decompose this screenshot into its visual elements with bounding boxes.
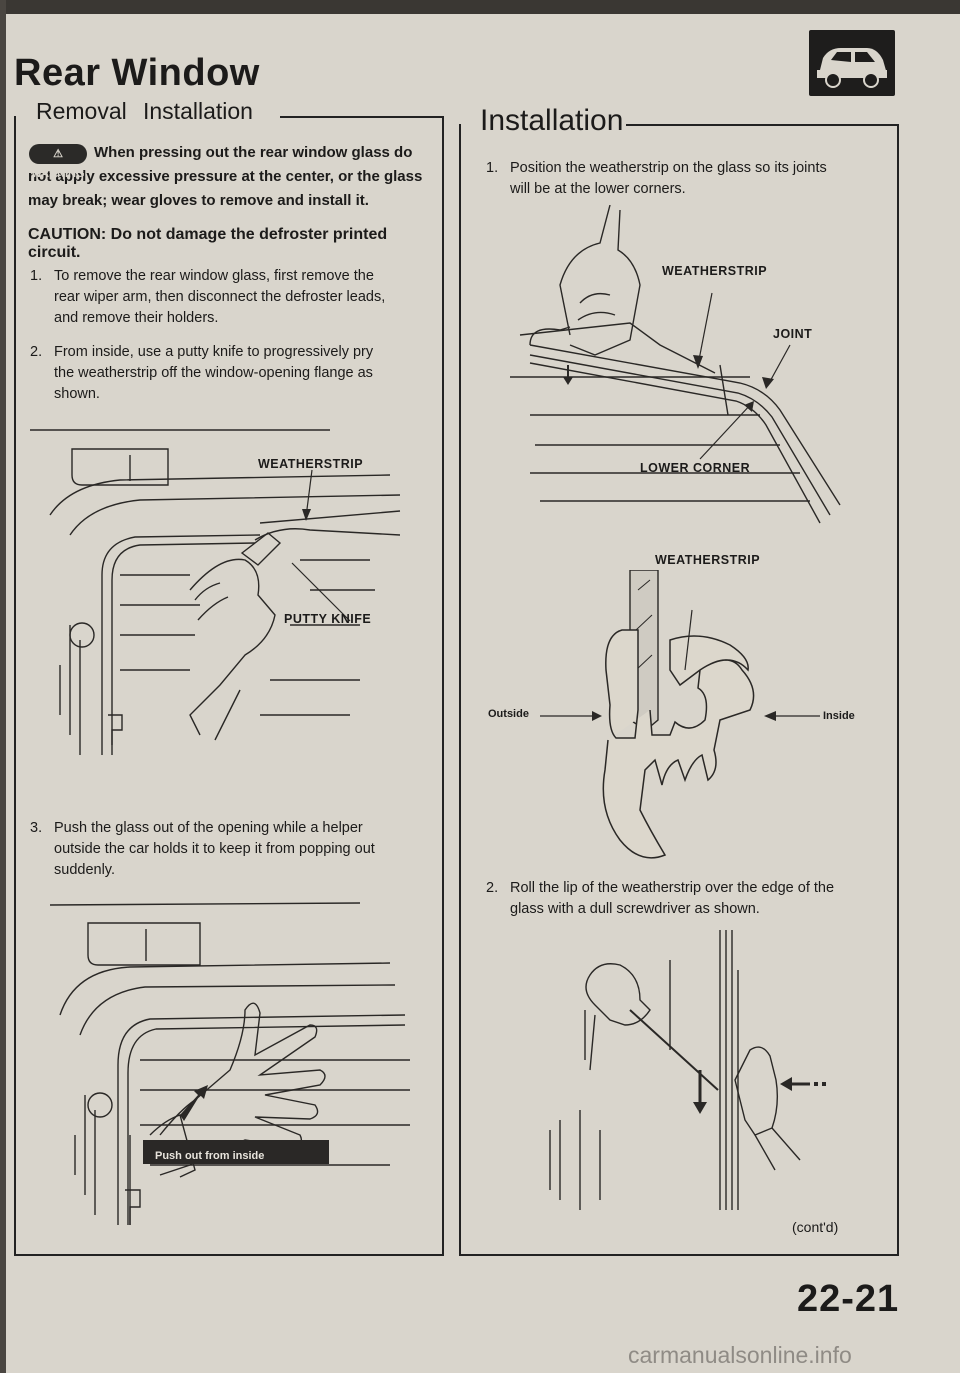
step-number: 1. xyxy=(486,160,499,176)
label-weatherstrip: WEATHERSTRIP xyxy=(258,457,364,471)
warning-text: When pressing out the rear window glass … xyxy=(28,144,423,209)
label-joint: JOINT xyxy=(773,327,813,341)
installation-section-title: Installation xyxy=(480,104,624,137)
step-line: suddenly. xyxy=(54,862,115,878)
installation-frame-top-rule xyxy=(626,124,897,126)
label-outside: Outside xyxy=(488,708,529,720)
step-line: Position the weatherstrip on the glass s… xyxy=(510,160,827,176)
label-inside: Inside xyxy=(823,710,855,722)
page-top-edge xyxy=(0,0,960,14)
step-line: outside the car holds it to keep it from… xyxy=(54,841,375,857)
removal-step-1: 1. To remove the rear window glass, firs… xyxy=(30,266,430,332)
label-putty-knife: PUTTY KNIFE xyxy=(284,612,372,626)
step-line: and remove their holders. xyxy=(54,310,219,326)
weatherstrip-cross-section xyxy=(540,570,820,859)
removal-frame xyxy=(14,116,444,1256)
removal-step-2: 2. From inside, use a putty knife to pro… xyxy=(30,342,430,408)
removal-frame-top-rule xyxy=(280,116,442,118)
step-line: shown. xyxy=(54,386,100,402)
installation-step-1: 1. Position the weatherstrip on the glas… xyxy=(486,158,886,202)
step-line: Push the glass out of the opening while … xyxy=(54,820,363,836)
step-line: the weatherstrip off the window-opening … xyxy=(54,365,373,381)
putty-knife-illustration xyxy=(30,429,401,755)
warning-icon: ⚠ xyxy=(53,148,63,160)
caution-text: CAUTION: Do not damage the defroster pri… xyxy=(28,226,388,261)
step-line: will be at the lower corners. xyxy=(510,181,686,197)
tab-installation: Installation xyxy=(143,98,253,124)
page-left-edge xyxy=(0,0,6,1373)
label-weatherstrip-section: WEATHERSTRIP xyxy=(655,553,761,567)
warning-badge-label: WARNING xyxy=(31,168,85,180)
car-icon xyxy=(809,30,895,96)
step-number: 2. xyxy=(486,880,499,896)
push-glass-illustration xyxy=(49,902,410,1225)
step-line: glass with a dull screwdriver as shown. xyxy=(510,901,760,917)
step-line: From inside, use a putty knife to progre… xyxy=(54,344,374,360)
page-number: 22-21 xyxy=(797,1278,900,1320)
warning-badge: ⚠ WARNING xyxy=(29,144,87,180)
step-line: rear wiper arm, then disconnect the defr… xyxy=(54,289,386,305)
installation-frame xyxy=(459,124,899,1256)
weatherstrip-joint-illustration xyxy=(510,205,841,524)
watermark: carmanualsonline.info xyxy=(628,1342,852,1368)
removal-step-3: 3. Push the glass out of the opening whi… xyxy=(30,818,430,884)
page-title: Rear Window xyxy=(14,52,260,94)
step-number: 2. xyxy=(30,344,43,360)
step-line: To remove the rear window glass, first r… xyxy=(54,268,374,284)
label-lower-corner: LOWER CORNER xyxy=(640,461,751,475)
step-number: 3. xyxy=(30,820,43,836)
installation-step-2: 2. Roll the lip of the weatherstrip over… xyxy=(486,878,886,922)
screwdriver-illustration xyxy=(549,930,826,1210)
label-push-out: Push out from inside xyxy=(155,1150,265,1162)
continued-label: (cont'd) xyxy=(792,1219,839,1235)
label-weatherstrip-joint: WEATHERSTRIP xyxy=(662,264,768,278)
step-line: Roll the lip of the weatherstrip over th… xyxy=(510,880,835,896)
step-number: 1. xyxy=(30,268,43,284)
tab-removal: Removal xyxy=(36,98,127,124)
